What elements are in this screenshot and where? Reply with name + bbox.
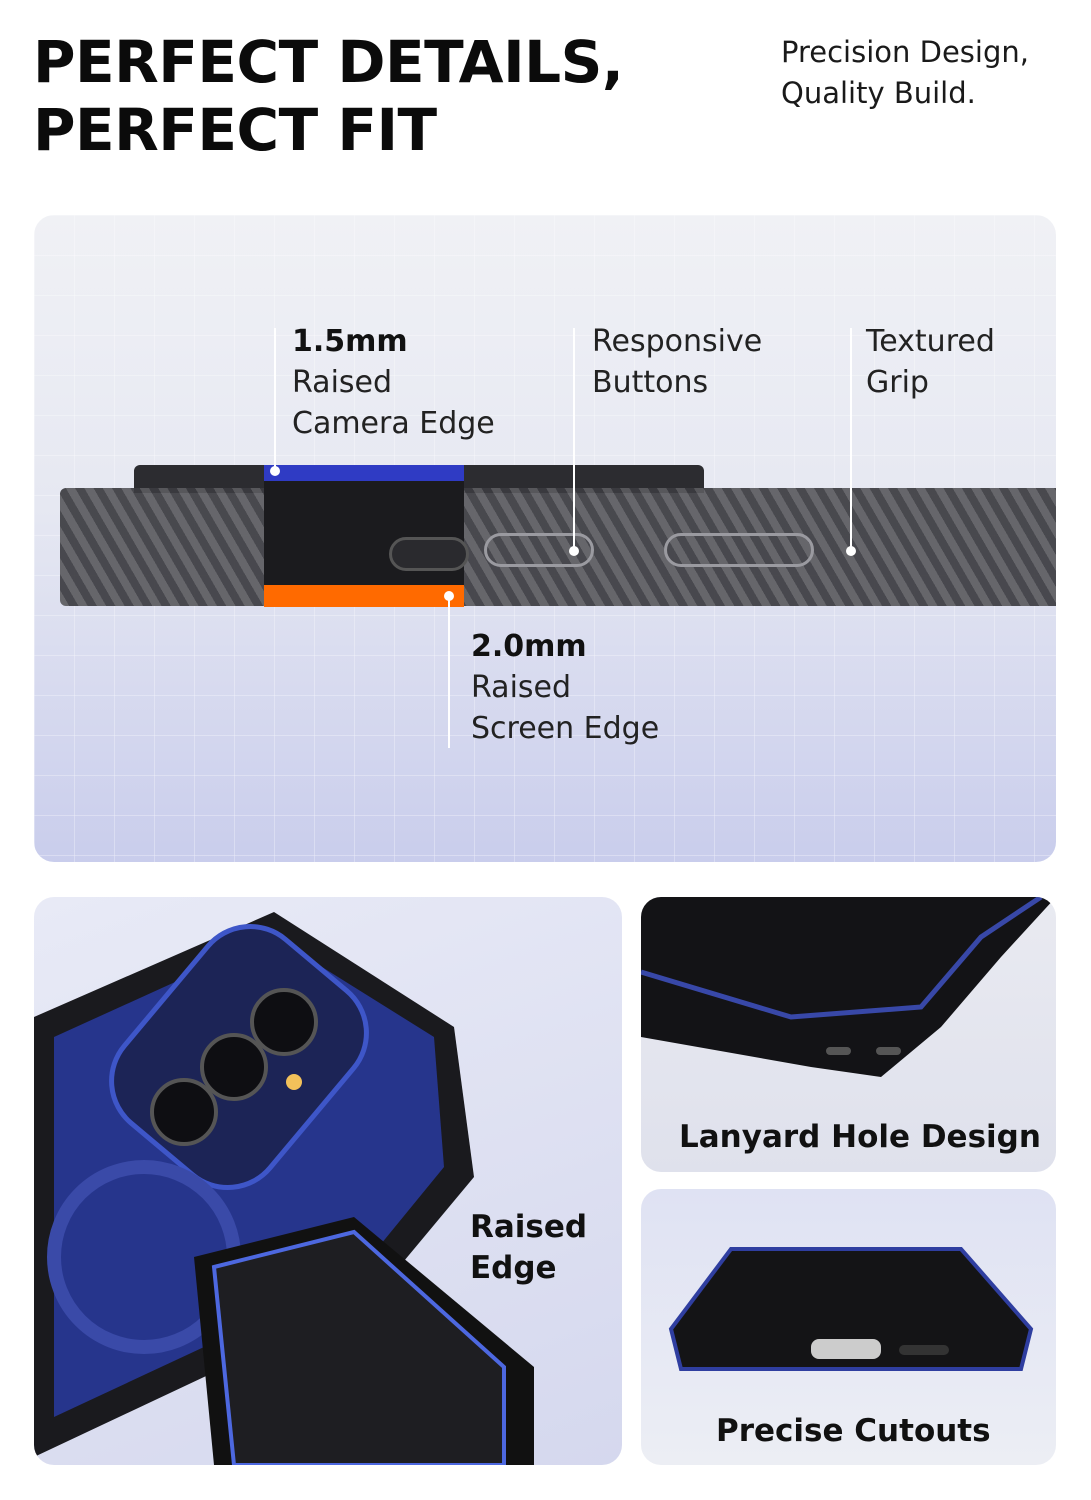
volume-button-icon xyxy=(484,533,594,567)
camera-edge-line2: Camera Edge xyxy=(292,406,495,441)
buttons-callout-dot xyxy=(569,546,579,556)
grip-callout-dot xyxy=(846,546,856,556)
bottom-cutouts-image xyxy=(668,1247,1034,1371)
side-profile-panel: 1.5mm Raised Camera Edge Responsive Butt… xyxy=(34,215,1056,862)
screen-edge-label: 2.0mm Raised Screen Edge xyxy=(471,626,659,749)
title-line-2: PERFECT FIT xyxy=(33,96,437,164)
subtitle: Precision Design, Quality Build. xyxy=(781,32,1029,114)
raised-edge-caption: Raised Edge xyxy=(470,1207,587,1289)
camera-callout-line xyxy=(274,328,276,470)
screen-edge-indicator xyxy=(264,585,464,607)
screen-callout-line xyxy=(448,593,450,748)
grip-line2: Grip xyxy=(866,365,929,400)
case-cross-section xyxy=(264,475,464,595)
grip-label: Textured Grip xyxy=(866,321,995,403)
screen-callout-dot xyxy=(444,591,454,601)
raised-edge-line2: Edge xyxy=(470,1250,557,1286)
raised-edge-panel: Raised Edge xyxy=(34,897,622,1465)
camera-edge-value: 1.5mm xyxy=(292,324,408,359)
cutouts-panel: Precise Cutouts xyxy=(641,1189,1056,1465)
title-line-1: PERFECT DETAILS, xyxy=(33,28,624,96)
buttons-callout-line xyxy=(573,328,575,550)
screen-edge-value: 2.0mm xyxy=(471,629,587,664)
grip-callout-line xyxy=(850,328,852,550)
power-button-icon xyxy=(389,537,469,571)
grip-line1: Textured xyxy=(866,324,995,359)
screen-edge-line2: Screen Edge xyxy=(471,711,660,746)
camera-edge-label: 1.5mm Raised Camera Edge xyxy=(292,321,495,444)
buttons-line2: Buttons xyxy=(592,365,709,400)
screen-edge-line1: Raised xyxy=(471,670,572,705)
lanyard-panel: Lanyard Hole Design xyxy=(641,897,1056,1172)
camera-callout-dot xyxy=(270,466,280,476)
buttons-label: Responsive Buttons xyxy=(592,321,762,403)
camera-edge-indicator xyxy=(264,465,464,481)
subtitle-line-1: Precision Design, xyxy=(781,35,1029,69)
subtitle-line-2: Quality Build. xyxy=(781,76,976,110)
buttons-line1: Responsive xyxy=(592,324,763,359)
camera-edge-line1: Raised xyxy=(292,365,393,400)
page-title: PERFECT DETAILS, PERFECT FIT xyxy=(33,28,624,164)
side-button-icon xyxy=(664,533,814,567)
lanyard-caption: Lanyard Hole Design xyxy=(679,1119,1041,1155)
lanyard-hole-image xyxy=(641,897,1056,1077)
raised-edge-line1: Raised xyxy=(470,1209,588,1245)
cutouts-caption: Precise Cutouts xyxy=(716,1413,991,1449)
phone-case-back-image xyxy=(34,912,534,1465)
phone-case-side xyxy=(60,488,1056,606)
